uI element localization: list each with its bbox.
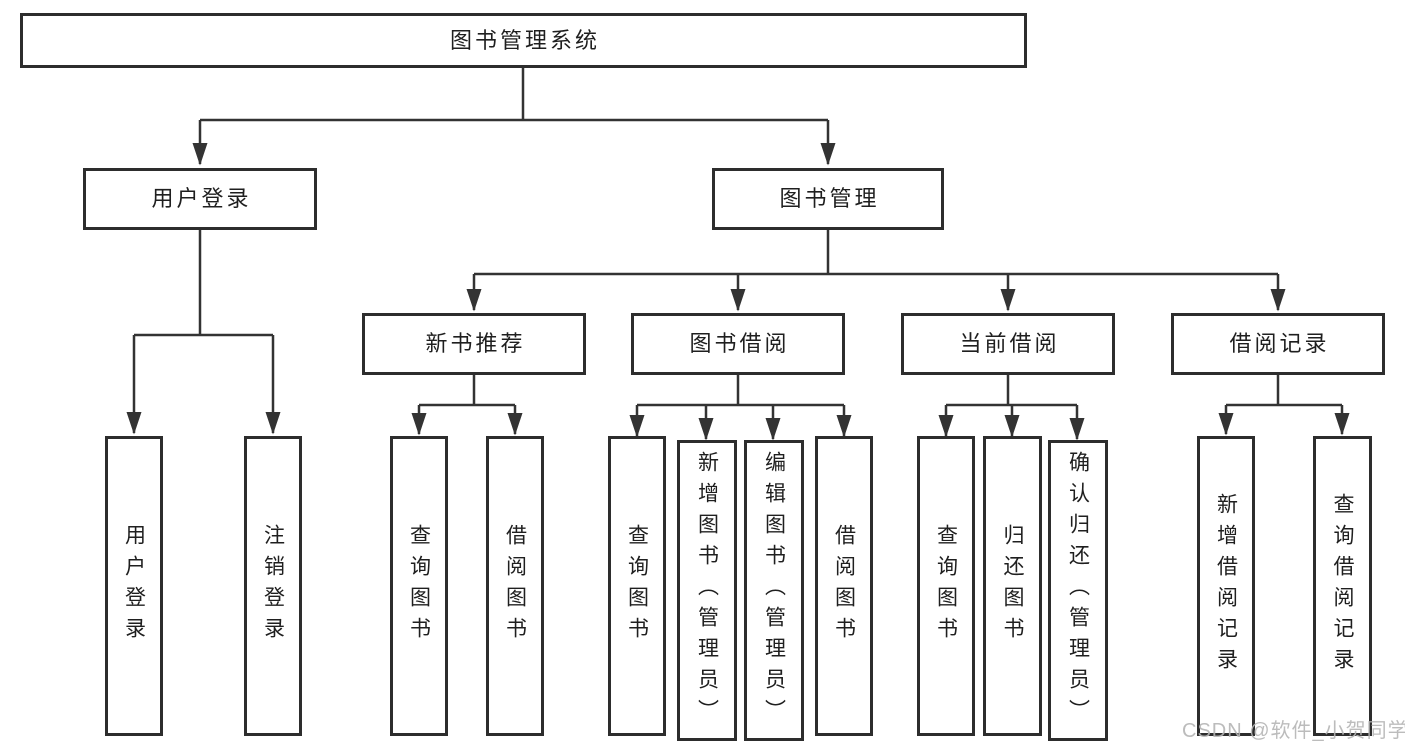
- node-borrowing: 图书借阅: [631, 313, 845, 375]
- connector-book-mgmt-to-level3: [466, 230, 1286, 312]
- leaf-borrowing-borrow-label: 借阅图书: [832, 524, 856, 648]
- leaf-borrowing-edit-admin-label: 编辑图书（管理员）: [762, 451, 786, 730]
- leaf-newbooks-borrow: 借阅图书: [486, 436, 544, 736]
- leaf-records-query-label: 查询借阅记录: [1331, 493, 1354, 679]
- connector-records-branch: [1218, 375, 1350, 436]
- connector-root-to-level2: [192, 68, 836, 166]
- leaf-current-confirm-admin-label: 确认归还（管理员）: [1066, 451, 1090, 730]
- leaf-current-return-label: 归还图书: [1001, 524, 1024, 648]
- leaf-current-confirm-admin: 确认归还（管理员）: [1048, 440, 1108, 741]
- leaf-borrowing-query-label: 查询图书: [625, 524, 649, 648]
- leaf-newbooks-borrow-label: 借阅图书: [503, 524, 527, 648]
- node-records: 借阅记录: [1171, 313, 1385, 375]
- leaf-borrowing-add-admin: 新增图书（管理员）: [677, 440, 737, 741]
- node-book-mgmt: 图书管理: [712, 168, 944, 230]
- node-new-books: 新书推荐: [362, 313, 586, 375]
- leaf-records-query: 查询借阅记录: [1313, 436, 1372, 736]
- node-root-label: 图书管理系统: [449, 27, 600, 53]
- leaf-borrowing-add-admin-label: 新增图书（管理员）: [695, 451, 719, 730]
- node-records-label: 借阅记录: [1229, 331, 1330, 356]
- node-user-login-label: 用户登录: [151, 186, 252, 211]
- leaf-borrowing-edit-admin: 编辑图书（管理员）: [744, 440, 804, 741]
- leaf-current-query-label: 查询图书: [934, 524, 958, 648]
- node-book-mgmt-label: 图书管理: [779, 186, 880, 211]
- leaf-logout: 注销登录: [244, 436, 302, 736]
- connector-new-books-branch: [411, 375, 523, 436]
- leaf-records-add-label: 新增借阅记录: [1214, 493, 1238, 679]
- leaf-borrowing-borrow: 借阅图书: [815, 436, 873, 736]
- leaf-user-login-label: 用户登录: [122, 524, 146, 648]
- connector-current-branch: [938, 375, 1085, 441]
- node-borrowing-label: 图书借阅: [689, 331, 790, 356]
- node-current: 当前借阅: [901, 313, 1115, 375]
- node-user-login: 用户登录: [83, 168, 317, 230]
- connector-user-login-branch: [126, 230, 281, 435]
- node-new-books-label: 新书推荐: [425, 331, 526, 356]
- leaf-newbooks-query: 查询图书: [390, 436, 448, 736]
- csdn-watermark: CSDN @软件_小贺同学: [1182, 720, 1405, 742]
- leaf-logout-label: 注销登录: [261, 524, 285, 648]
- node-current-label: 当前借阅: [959, 331, 1060, 356]
- leaf-current-return: 归还图书: [983, 436, 1042, 736]
- node-root: 图书管理系统: [20, 13, 1027, 68]
- leaf-borrowing-query: 查询图书: [608, 436, 666, 736]
- leaf-records-add: 新增借阅记录: [1197, 436, 1255, 736]
- leaf-newbooks-query-label: 查询图书: [407, 524, 431, 648]
- leaf-user-login: 用户登录: [105, 436, 163, 736]
- connector-borrowing-branch: [629, 375, 852, 441]
- leaf-current-query: 查询图书: [917, 436, 975, 736]
